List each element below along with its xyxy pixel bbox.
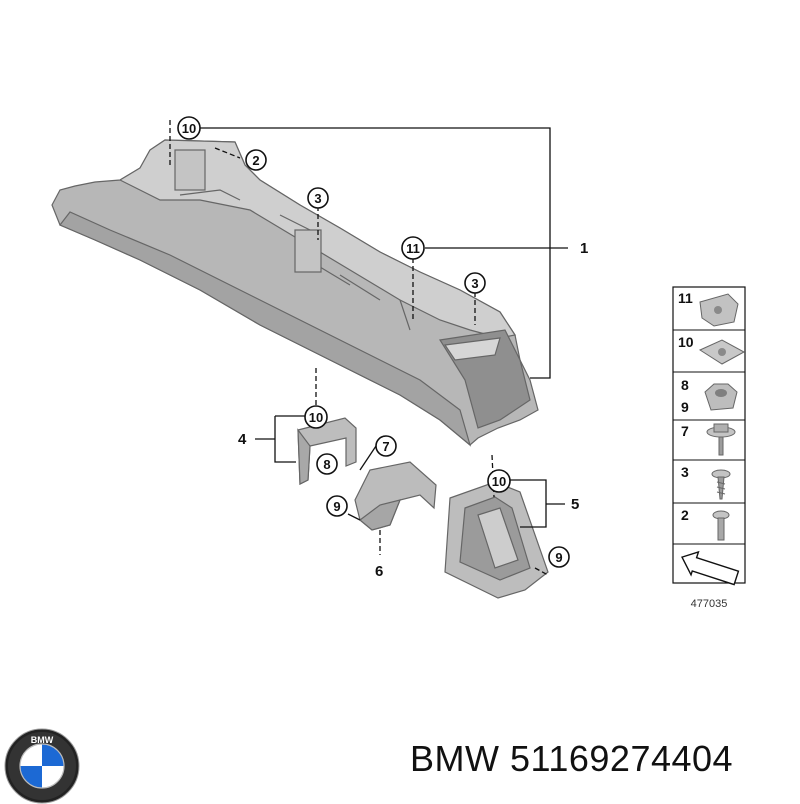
callout-10-left: 10 xyxy=(304,405,328,429)
callout-4: 4 xyxy=(238,431,247,448)
svg-text:2: 2 xyxy=(252,153,259,168)
bmw-logo-lettering: BMW xyxy=(31,735,54,745)
callout-9-right: 9 xyxy=(548,546,570,568)
cover-part-6 xyxy=(354,461,437,531)
callout-2: 2 xyxy=(245,149,267,171)
align-line-2 xyxy=(214,147,241,159)
svg-text:8: 8 xyxy=(323,457,330,472)
callout-3a: 3 xyxy=(307,187,329,209)
legend-label-11: 11 xyxy=(678,290,693,306)
callout-7: 7 xyxy=(375,435,397,457)
leader-9-left xyxy=(347,513,361,521)
callout-10-right: 10 xyxy=(487,469,511,493)
legend-ref-number: 477035 xyxy=(691,598,728,610)
hex-nut-icon xyxy=(704,383,738,411)
leader-4 xyxy=(274,416,296,463)
callout-10-top: 10 xyxy=(177,116,201,140)
square-clip-icon xyxy=(698,339,746,365)
leader-7 xyxy=(359,445,377,471)
center-console-part xyxy=(51,139,539,447)
legend-label-8: 8 xyxy=(681,377,689,393)
svg-text:11: 11 xyxy=(406,241,420,256)
align-line-9-right xyxy=(534,567,549,576)
clip-nut-icon xyxy=(699,293,739,327)
legend-label-7: 7 xyxy=(681,423,689,439)
tapping-screw-icon xyxy=(711,469,731,500)
callout-11: 11 xyxy=(401,236,425,260)
callout-1: 1 xyxy=(580,240,588,257)
part-number-caption: BMW 51169274404 xyxy=(410,738,734,779)
fastener-legend: 11 10 8 9 7 3 xyxy=(672,286,746,610)
bracket-part-5 xyxy=(444,481,549,599)
callout-8: 8 xyxy=(316,453,338,475)
flange-screw-icon xyxy=(706,423,736,456)
callout-5: 5 xyxy=(571,496,579,513)
legend-label-3: 3 xyxy=(681,464,689,480)
direction-arrow-icon xyxy=(681,550,740,586)
svg-text:3: 3 xyxy=(314,191,321,206)
leader-1 xyxy=(200,127,551,379)
legend-label-10: 10 xyxy=(678,334,694,350)
svg-text:7: 7 xyxy=(382,439,389,454)
svg-text:9: 9 xyxy=(333,499,340,514)
svg-text:10: 10 xyxy=(309,410,323,425)
svg-text:3: 3 xyxy=(471,276,478,291)
callout-9-left: 9 xyxy=(326,495,348,517)
bmw-logo-icon: BMW xyxy=(4,728,80,804)
svg-text:9: 9 xyxy=(555,550,562,565)
callout-3b: 3 xyxy=(464,272,486,294)
svg-text:10: 10 xyxy=(492,474,506,489)
legend-label-9: 9 xyxy=(681,399,689,415)
rivet-icon xyxy=(712,510,730,541)
svg-text:10: 10 xyxy=(182,121,196,136)
bracket-part-4 xyxy=(297,417,357,485)
callout-6: 6 xyxy=(375,563,383,580)
legend-label-2: 2 xyxy=(681,507,689,523)
